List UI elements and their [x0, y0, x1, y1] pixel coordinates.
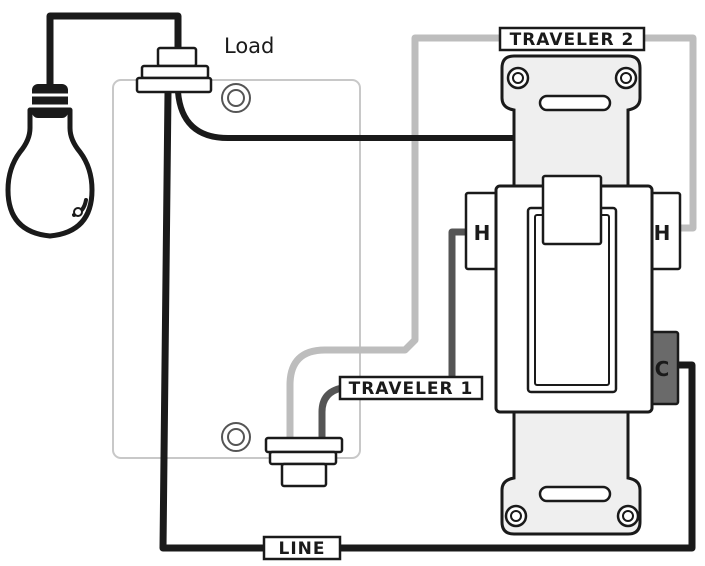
yoke-screw-bottom-right — [616, 504, 640, 528]
traveler-1-tag: TRAVELER 1 — [338, 375, 484, 401]
traveler-2-tag: TRAVELER 2 — [498, 26, 646, 52]
line-label: LINE — [279, 539, 326, 559]
yoke-slot-bottom — [538, 485, 612, 503]
bottom-wire-connector — [264, 436, 344, 488]
line-tag: LINE — [262, 535, 342, 561]
junction-box-outline — [112, 79, 361, 459]
lamp-wire — [46, 12, 182, 84]
yoke-screw-top-right — [614, 66, 638, 90]
top-wire-connector — [135, 46, 213, 94]
traveler-2-label: TRAVELER 2 — [510, 30, 635, 50]
box-mounting-screw-bottom — [221, 422, 251, 452]
load-label: Load — [224, 34, 274, 58]
yoke-screw-bottom-left — [504, 504, 528, 528]
yoke-slot-top — [538, 94, 612, 112]
traveler-1-label: TRAVELER 1 — [349, 379, 474, 399]
yoke-screw-top-left — [506, 66, 530, 90]
traveler-1-wire — [318, 228, 472, 440]
terminal-h-right-label: H — [654, 221, 671, 245]
traveler-2-wire — [286, 34, 697, 440]
light-bulb-icon — [5, 84, 95, 239]
switch-toggle-lever — [541, 174, 603, 246]
terminal-c-label: C — [655, 357, 670, 381]
box-mounting-screw-top — [221, 83, 251, 113]
terminal-h-left-label: H — [474, 221, 491, 245]
load-wire — [175, 91, 518, 141]
line-wire — [159, 91, 696, 552]
